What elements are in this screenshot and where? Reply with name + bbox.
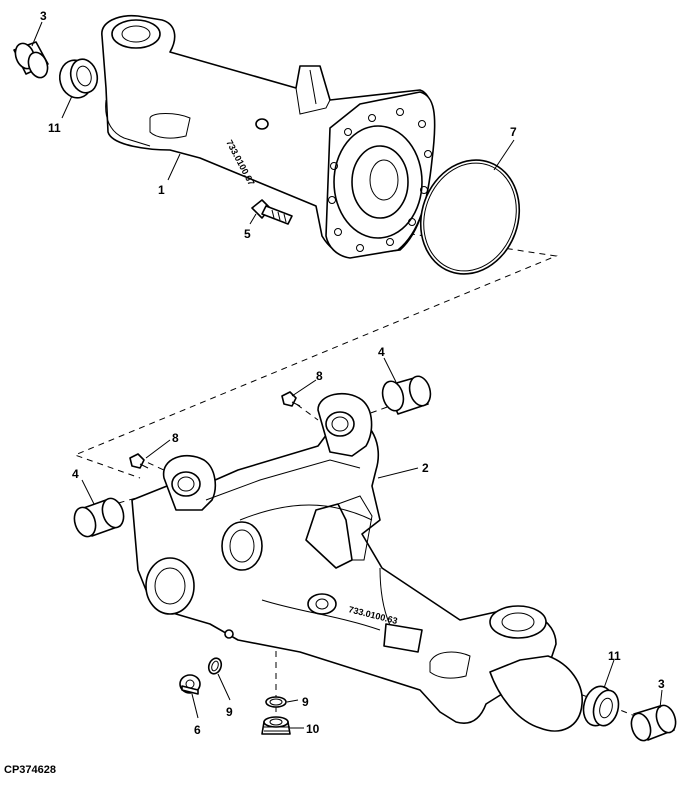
callout-lower-bushing: 3 — [658, 677, 665, 691]
grease-plug-right — [281, 391, 301, 407]
callout-upper-bushing: 3 — [40, 9, 47, 23]
upper-bushing — [13, 41, 49, 79]
lower-washer — [265, 696, 287, 708]
callout-bushing-right: 4 — [378, 345, 385, 359]
callout-plug-right: 8 — [316, 369, 323, 383]
flange-bolt — [251, 199, 293, 225]
drain-washer — [207, 657, 223, 675]
grease-plug-left — [129, 453, 149, 469]
upper-seal — [58, 58, 99, 99]
bushing-right — [381, 375, 432, 415]
callout-numbers: 3 11 1 5 7 4 8 8 4 2 6 9 9 10 11 3 — [40, 9, 665, 737]
callout-upper-seal: 11 — [48, 121, 61, 135]
callout-bushing-left: 4 — [72, 467, 79, 481]
lower-bushing — [630, 704, 677, 742]
lower-axle-housing: 733.0100.63 — [131, 392, 583, 732]
callout-flange-bolt: 5 — [244, 227, 251, 241]
figure-id: CP374628 — [4, 764, 56, 776]
callout-lower-washer: 9 — [302, 695, 309, 709]
callout-axle-housing: 2 — [422, 461, 429, 475]
drain-plug — [179, 674, 201, 695]
callout-lower-seal: 11 — [608, 649, 621, 663]
breather — [261, 716, 291, 735]
callout-o-ring: 7 — [510, 125, 517, 139]
bushing-left — [73, 497, 125, 538]
callout-drain-plug: 6 — [194, 723, 201, 737]
callout-drain-washer: 9 — [226, 705, 233, 719]
leader-lines — [31, 21, 663, 729]
callout-breather: 10 — [306, 722, 320, 736]
callout-upper-housing: 1 — [158, 183, 165, 197]
o-ring — [419, 159, 521, 275]
upper-axle-housing: 733.0100.67 — [101, 14, 436, 259]
callout-plug-left: 8 — [172, 431, 179, 445]
lower-seal — [582, 685, 620, 727]
